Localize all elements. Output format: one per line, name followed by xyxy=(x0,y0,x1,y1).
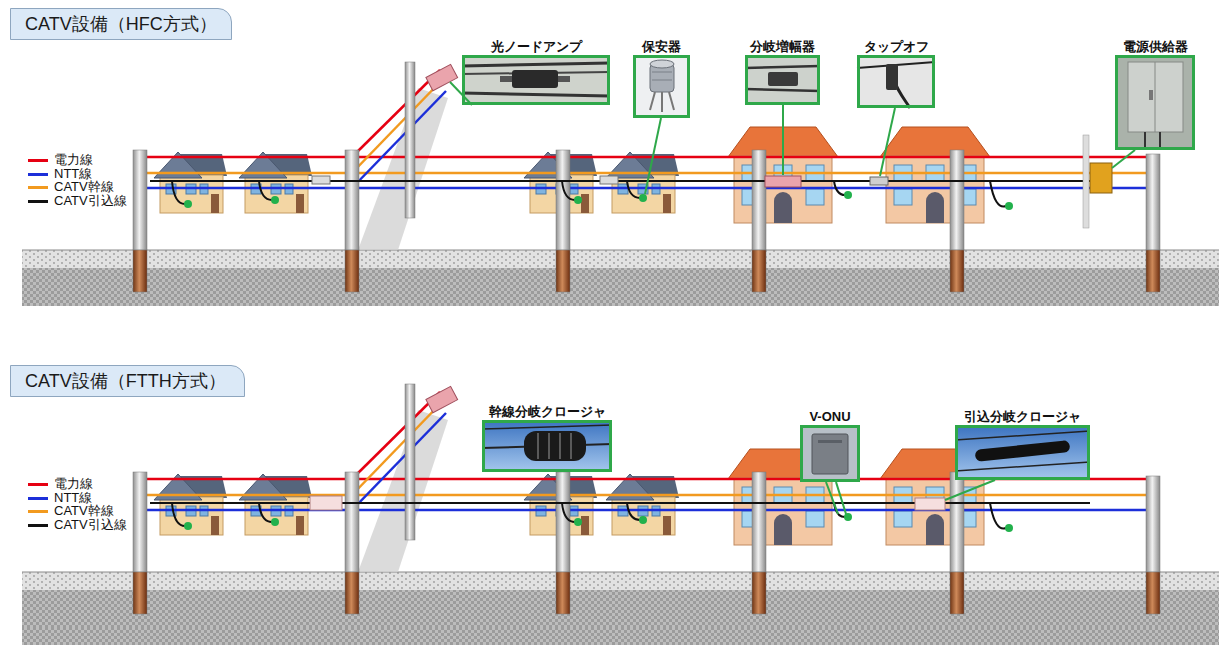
legend-entry: NTT線 xyxy=(28,167,92,181)
legend-entry: CATV引込線 xyxy=(28,194,127,208)
callout-label: V-ONU xyxy=(807,409,852,425)
legend-label: NTT線 xyxy=(54,491,92,505)
legend-line-sample xyxy=(28,497,48,500)
photo-callout: 光ノードアンプ xyxy=(462,55,610,105)
legend-label: CATV幹線 xyxy=(54,180,114,194)
photo-callout: V-ONU xyxy=(800,425,860,482)
legend-entry: NTT線 xyxy=(28,491,92,505)
callout-label: 光ノードアンプ xyxy=(489,39,584,55)
panel-title-tab: CATV設備（FTTH方式） xyxy=(10,365,245,397)
legend-label: CATV引込線 xyxy=(54,194,127,208)
callout-label: 保安器 xyxy=(640,39,683,55)
legend-entry: CATV幹線 xyxy=(28,504,114,518)
photo-callout: 幹線分岐クロージャ xyxy=(482,420,612,472)
legend-line-sample xyxy=(28,159,48,162)
panel-title: CATV設備（FTTH方式） xyxy=(25,369,226,393)
legend-label: 電力線 xyxy=(54,477,93,491)
legend-line-sample xyxy=(28,200,48,203)
legend-entry: 電力線 xyxy=(28,153,93,167)
photo-callout: 引込分岐クロージャ xyxy=(955,425,1090,480)
legend-line-sample xyxy=(28,186,48,189)
photo-callout: 分岐増幅器 xyxy=(745,55,820,105)
callout-label: 引込分岐クロージャ xyxy=(962,409,1083,425)
callout-label: 幹線分岐クロージャ xyxy=(487,404,608,420)
photo-callout: 電源供給器 xyxy=(1115,55,1195,150)
legend-label: CATV引込線 xyxy=(54,518,127,532)
legend-label: CATV幹線 xyxy=(54,504,114,518)
callout-label: タップオフ xyxy=(862,39,931,55)
legend-entry: 電力線 xyxy=(28,477,93,491)
legend-line-sample xyxy=(28,510,48,513)
legend-label: 電力線 xyxy=(54,153,93,167)
legend-line-sample xyxy=(28,524,48,527)
legend-entry: CATV幹線 xyxy=(28,180,114,194)
legend-line-sample xyxy=(28,173,48,176)
panel-title-tab: CATV設備（HFC方式） xyxy=(10,8,232,40)
photo-callout: タップオフ xyxy=(857,55,935,108)
legend-line-sample xyxy=(28,483,48,486)
panel-title: CATV設備（HFC方式） xyxy=(25,12,217,36)
photo-callout: 保安器 xyxy=(633,55,690,118)
callout-label: 電源供給器 xyxy=(1121,39,1190,55)
legend-label: NTT線 xyxy=(54,167,92,181)
legend-entry: CATV引込線 xyxy=(28,518,127,532)
callout-label: 分岐増幅器 xyxy=(748,39,817,55)
